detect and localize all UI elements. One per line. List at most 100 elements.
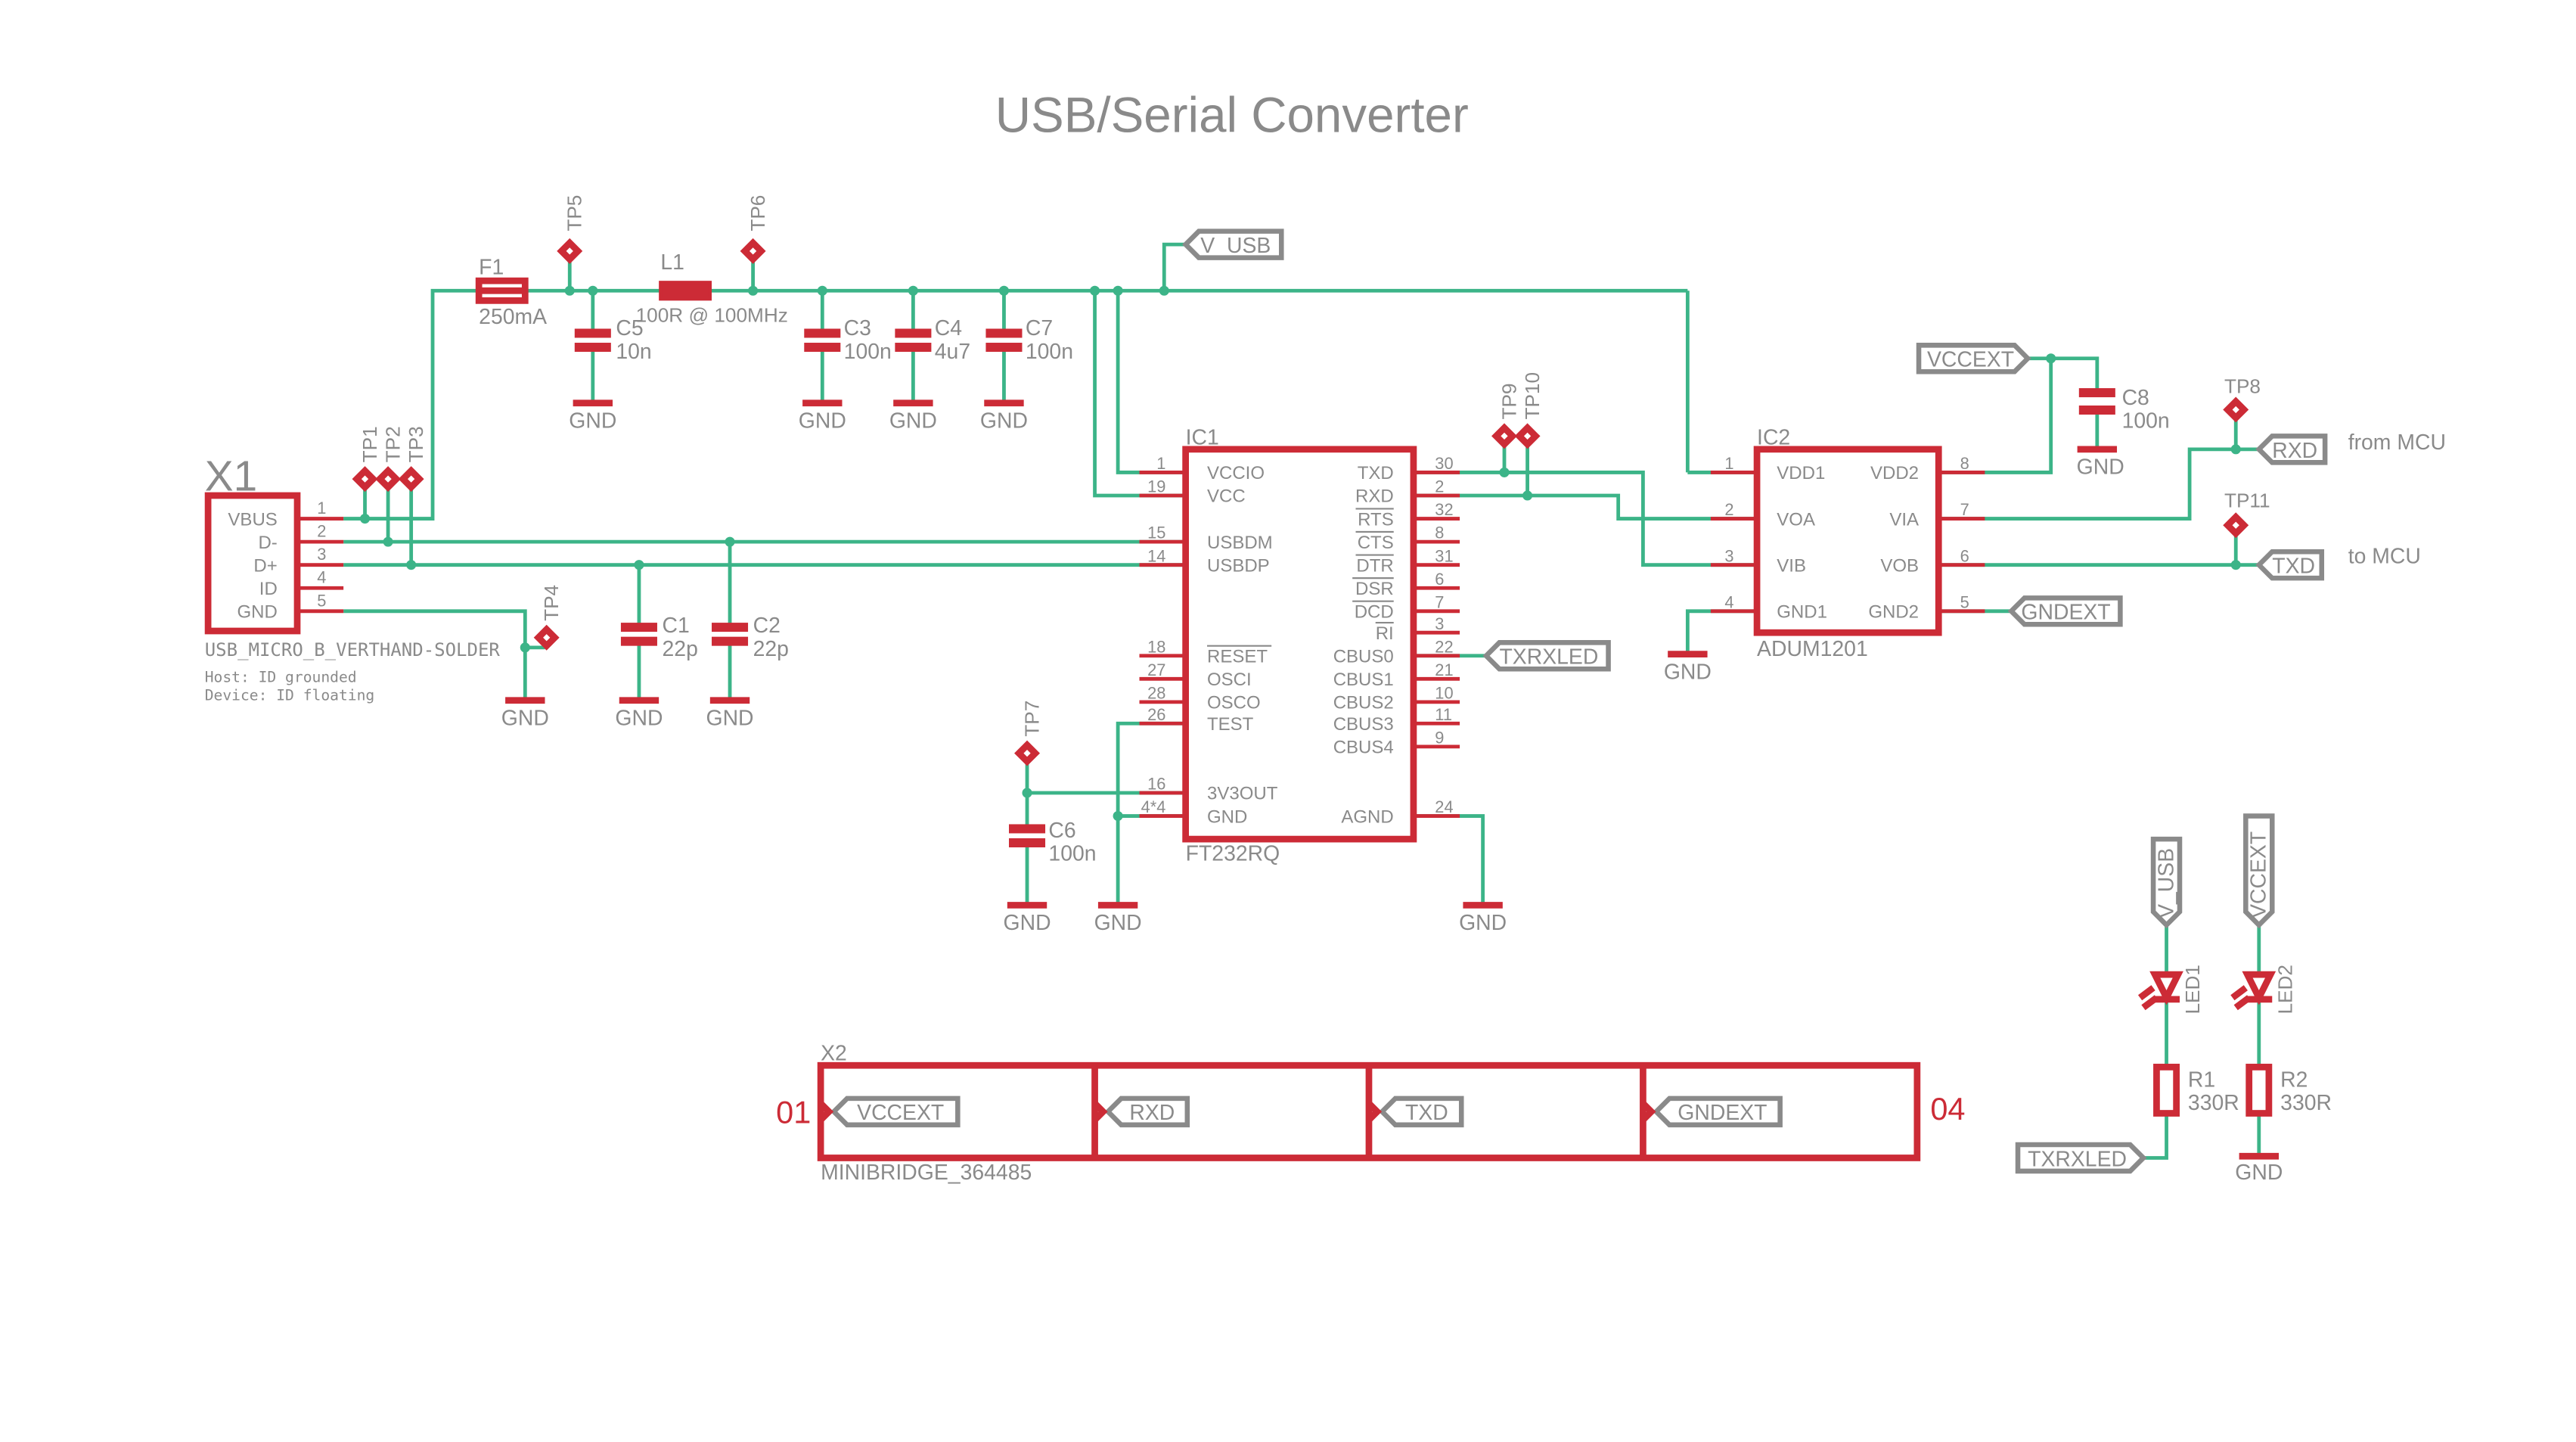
cap-ref: C3 <box>844 316 871 340</box>
ic1-pin-num: 27 <box>1147 660 1165 679</box>
ic2-pin-num: 3 <box>1724 546 1733 565</box>
ic1-pin-name: TXD <box>1358 463 1394 483</box>
x2-net-rxd: RXD <box>1104 1095 1190 1128</box>
resistor-r1: R1 330R <box>2153 1064 2239 1117</box>
x1-pin-name: GND <box>237 602 277 623</box>
gnd-c4: GND <box>889 399 937 433</box>
ground-symbols: GND GND GND GND GND GND GND GND <box>501 399 2283 1185</box>
ic1-pin-num: 6 <box>1435 570 1444 589</box>
gnd-x1: GND <box>501 697 549 730</box>
x1-pin-num: 3 <box>317 545 326 564</box>
capacitor-c8: C8 100n <box>2078 386 2170 433</box>
connector-x2: X2 MINIBRIDGE_364485 01 04 VCCEXT RXD TX… <box>776 1042 1965 1185</box>
cap-value: 10n <box>616 340 651 364</box>
gnd-label: GND <box>615 706 663 730</box>
ic2-pin-name: VIA <box>1889 509 1919 530</box>
ic1-pin-num: 11 <box>1435 705 1452 724</box>
ic1-pin-num: 24 <box>1435 797 1453 816</box>
ic2-ref: IC2 <box>1757 425 1790 449</box>
x1-pin-num: 5 <box>317 591 326 610</box>
cap-value: 22p <box>753 637 789 661</box>
ic1-pin-name: USBDP <box>1207 555 1270 576</box>
tp-label: TP2 <box>381 426 404 462</box>
net-flag-vccext: VCCEXT <box>1916 343 2031 374</box>
wires <box>343 242 2261 1160</box>
gnd-label: GND <box>1004 911 1051 935</box>
capacitor-c6: C6 100n <box>1009 819 1097 866</box>
ic1-pin-num: 28 <box>1147 684 1165 703</box>
ic1-pin-num: 21 <box>1435 660 1453 679</box>
tp2: TP2 <box>375 426 404 493</box>
x2-first-pin: 01 <box>776 1095 811 1130</box>
tp-label: TP10 <box>1521 372 1544 420</box>
ic1-pin-num: 14 <box>1147 546 1165 565</box>
ic1-pin-num: 1 <box>1156 454 1165 473</box>
ic1-pin-name: TEST <box>1207 714 1254 735</box>
ic1-pin-name: AGND <box>1341 806 1393 827</box>
net-label: VCCEXT <box>857 1101 944 1125</box>
ic1-pin-name: CBUS0 <box>1333 646 1394 667</box>
x2-part: MINIBRIDGE_364485 <box>821 1161 1032 1185</box>
tp-label: TP1 <box>358 426 381 462</box>
net-label: TXRXLED <box>1499 645 1598 670</box>
capacitor-c4: C4 4u7 <box>895 316 970 364</box>
net-label: RXD <box>1129 1101 1175 1125</box>
net-flag-v-usb: V_USB <box>1182 228 1284 260</box>
cap-ref: C6 <box>1048 819 1075 843</box>
ic1-pin-num: 31 <box>1435 546 1453 565</box>
ic1-pin-num: 32 <box>1435 500 1453 519</box>
ic1-pin-name: CBUS3 <box>1333 714 1394 735</box>
gnd-c5: GND <box>569 399 616 433</box>
capacitor-c5: C5 10n <box>574 316 652 364</box>
res-value: 330R <box>2188 1091 2239 1115</box>
capacitors: C5 10n C3 100n C4 4u7 C7 100n C1 22p <box>574 316 2170 866</box>
x1-part: USB_MICRO_B_VERTHAND-SOLDER <box>205 639 501 660</box>
ic2-pin-num: 1 <box>1724 454 1733 473</box>
res-value: 330R <box>2280 1091 2332 1115</box>
gnd-c2: GND <box>706 697 754 730</box>
tp-label: TP6 <box>746 195 769 232</box>
ic2-pin-num: 6 <box>1960 546 1969 565</box>
fuse-f1: F1 250mA <box>475 255 547 329</box>
ic1-pin-name: VCCIO <box>1207 463 1265 483</box>
x1-pin-name: D+ <box>253 555 277 576</box>
ic1-pin-num: 19 <box>1147 477 1165 496</box>
ic2-pin-num: 4 <box>1724 592 1733 611</box>
cap-value: 22p <box>663 637 698 661</box>
net-label: GNDEXT <box>1678 1101 1767 1125</box>
tp-label: TP11 <box>2224 489 2270 511</box>
ic1-pin-num: 4*4 <box>1141 797 1166 816</box>
ic1-pin-name: DCD <box>1355 602 1394 623</box>
gnd-c8: GND <box>2077 446 2124 480</box>
x2-net-vccext: VCCEXT <box>830 1095 961 1128</box>
gnd-label: GND <box>1094 911 1142 935</box>
x1-pin-num: 1 <box>317 499 326 517</box>
cap-ref: C7 <box>1026 316 1053 340</box>
ic1-pin-num: 8 <box>1435 524 1444 542</box>
schematic-title: USB/Serial Converter <box>995 88 1469 143</box>
gnd-c6: GND <box>1004 902 1051 935</box>
gnd-c7: GND <box>980 399 1028 433</box>
ic2-pin-num: 7 <box>1960 500 1969 519</box>
ic2-pin-num: 5 <box>1960 592 1969 611</box>
capacitor-c7: C7 100n <box>985 316 1073 364</box>
ic1-pin-num: 9 <box>1435 728 1444 747</box>
ic1-pin-name: CTS <box>1358 533 1394 553</box>
net-label: TXD <box>1405 1101 1448 1125</box>
tp7: TP7 <box>1014 701 1043 766</box>
ic1-pin-name: RESET <box>1207 646 1268 667</box>
resistor-r2: R2 330R <box>2245 1064 2332 1117</box>
gnd-label: GND <box>1664 660 1712 684</box>
l1-value: 100R @ 100MHz <box>636 304 788 327</box>
ic2-pin-name: VOA <box>1777 509 1815 530</box>
gnd-ic2-gnd1: GND <box>1664 651 1712 684</box>
net-label: TXRXLED <box>2028 1147 2127 1171</box>
ic1-pin-name: OSCO <box>1207 693 1261 713</box>
ic1-ref: IC1 <box>1186 425 1219 449</box>
ic1-pin-num: 7 <box>1435 592 1444 611</box>
gnd-label: GND <box>2235 1161 2283 1185</box>
tp1: TP1 <box>352 426 381 493</box>
net-label: V_USB <box>2154 848 2178 918</box>
tp6: TP6 <box>740 195 769 264</box>
